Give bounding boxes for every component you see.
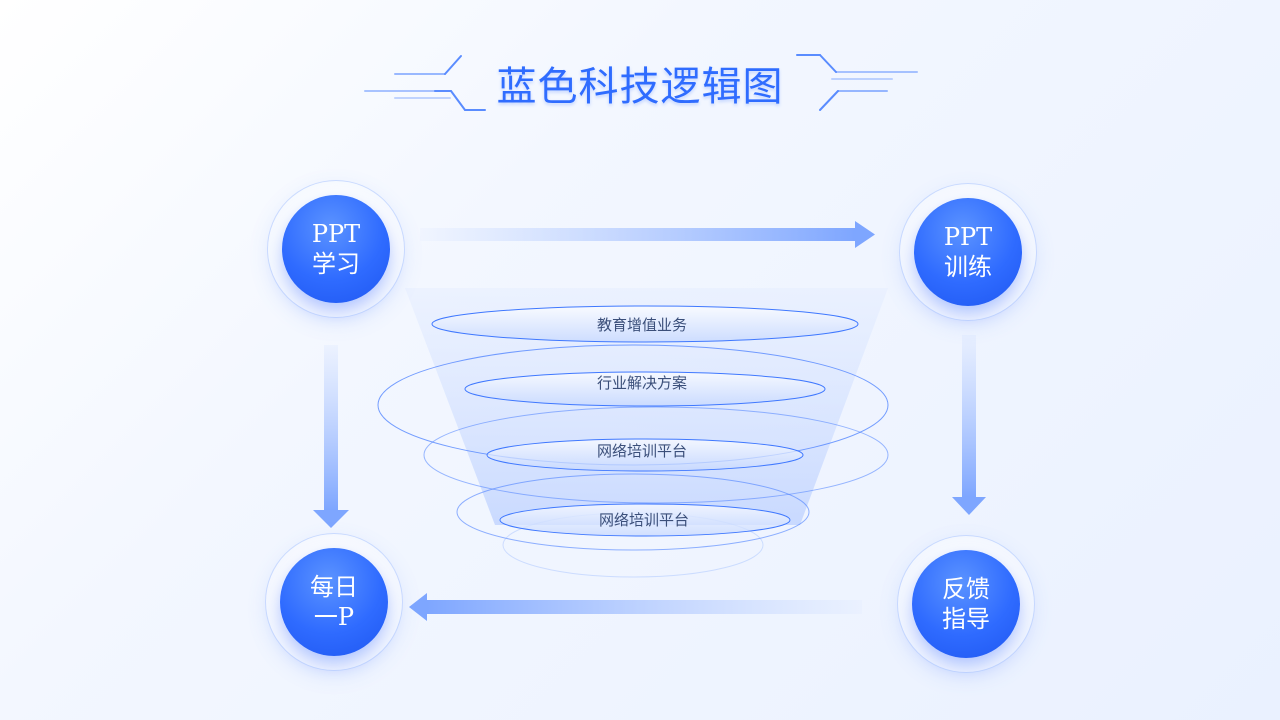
node-ppt-learning-circle: PPT 学习	[282, 195, 390, 303]
layer-label-1: 教育增值业务	[596, 316, 687, 334]
node-feedback-guidance-circle: 反馈 指导	[912, 550, 1020, 658]
node-feedback-guidance-line2: 指导	[942, 605, 990, 633]
node-ppt-training: PPT 训练	[899, 183, 1037, 321]
page-title: 蓝色科技逻辑图	[496, 64, 784, 110]
layer-disc-4	[499, 503, 791, 537]
layer-disc-2	[464, 371, 826, 407]
node-daily-p-line2: 一P	[313, 603, 355, 631]
node-daily-p-line1: 每日	[310, 573, 358, 601]
arrow-right	[952, 335, 986, 515]
arrow-top	[420, 221, 875, 248]
layer-label-3: 网络培训平台	[596, 442, 687, 460]
arrow-bottom	[409, 593, 862, 621]
node-daily-p: 每日 一P	[265, 533, 403, 671]
layer-disc-3	[486, 438, 804, 472]
layer-label-2: 行业解决方案	[596, 374, 687, 392]
title-decoration-right	[796, 54, 918, 111]
ring-small	[456, 473, 810, 551]
node-feedback-guidance: 反馈 指导	[897, 535, 1035, 673]
node-feedback-guidance-line1: 反馈	[942, 575, 990, 603]
node-ppt-learning-line2: 学习	[312, 250, 360, 278]
node-ppt-training-line2: 训练	[944, 253, 992, 281]
node-daily-p-circle: 每日 一P	[280, 548, 388, 656]
node-ppt-learning-line1: PPT	[311, 220, 361, 248]
node-ppt-training-line1: PPT	[943, 223, 993, 251]
layer-disc-1	[431, 305, 859, 343]
layer-label-4: 网络培训平台	[598, 511, 689, 529]
ring-medium	[423, 406, 889, 504]
node-ppt-training-circle: PPT 训练	[914, 198, 1022, 306]
title-decoration-left	[364, 55, 486, 111]
node-ppt-learning: PPT 学习	[267, 180, 405, 318]
arrow-left	[313, 345, 349, 528]
